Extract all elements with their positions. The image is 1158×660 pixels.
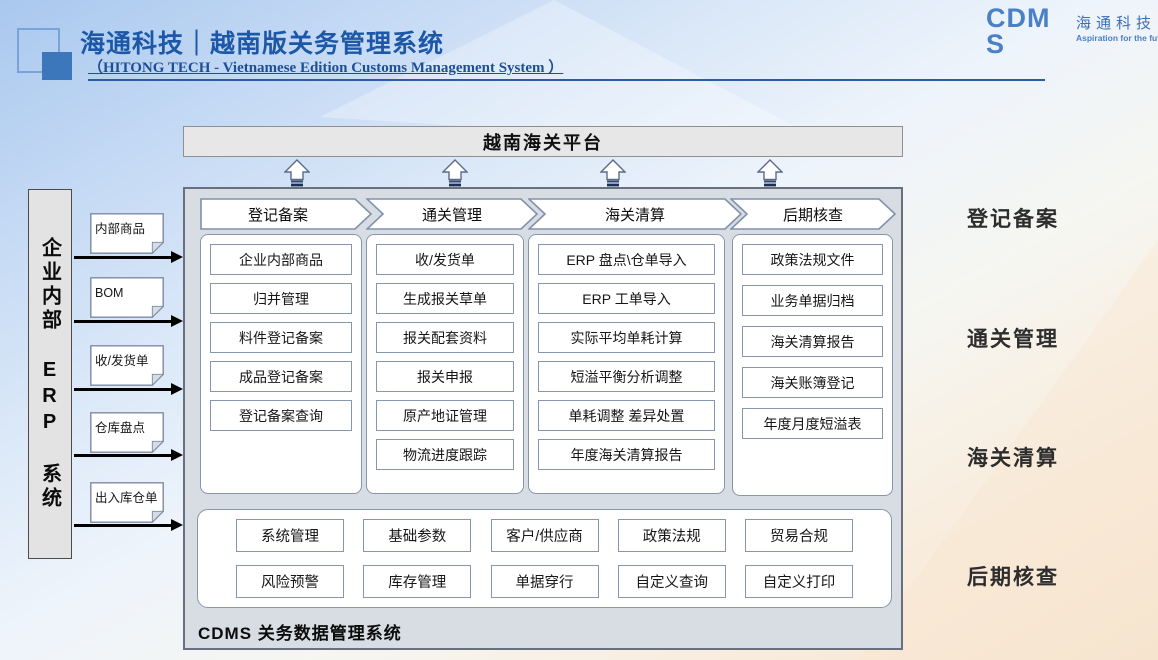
service-box: 客户/供应商 — [490, 519, 599, 552]
company-name: 海通科技 — [1076, 15, 1157, 32]
module-box: 料件登记备案 — [210, 322, 352, 353]
page-title: 海通科技｜越南版关务管理系统 — [80, 30, 445, 58]
erp-document-shape: 仓库盘点 — [90, 412, 165, 454]
customs-platform-banner: 越南海关平台 — [183, 126, 903, 157]
service-box: 自定义打印 — [745, 565, 853, 598]
service-box: 库存管理 — [363, 565, 472, 598]
flow-arrow-icon — [74, 383, 183, 395]
shared-services-row: 风险预警 库存管理 单据穿行 自定义查询 自定义打印 — [236, 565, 853, 598]
module-box: 企业内部商品 — [210, 244, 352, 275]
column-audit: 政策法规文件 业务单据归档 海关清算报告 海关账簿登记 年度月度短溢表 — [732, 234, 893, 496]
stage-label-liquidation: 海关清算 — [967, 447, 1059, 470]
module-box: 成品登记备案 — [210, 361, 352, 392]
erp-doc-label: 内部商品 — [95, 221, 146, 236]
document-icon — [90, 412, 165, 454]
erp-doc-label: 出入库仓单 — [95, 490, 158, 505]
service-box: 单据穿行 — [490, 565, 599, 598]
erp-document-shape: BOM — [90, 277, 165, 319]
module-box: 年度月度短溢表 — [742, 408, 883, 439]
flow-arrow-icon — [74, 251, 183, 263]
service-box: 基础参数 — [363, 519, 472, 552]
erp-document-shape: 内部商品 — [90, 213, 165, 255]
module-box: 单耗调整 差异处置 — [538, 400, 715, 431]
document-icon — [90, 482, 165, 524]
module-box: 收/发货单 — [376, 244, 514, 275]
module-box: 政策法规文件 — [742, 244, 883, 275]
flow-arrow-icon — [74, 519, 183, 531]
module-box: 业务单据归档 — [742, 285, 883, 316]
phase-label: 通关管理 — [421, 206, 482, 224]
module-box: 年度海关清算报告 — [538, 439, 715, 470]
service-box: 风险预警 — [236, 565, 344, 598]
service-box: 政策法规 — [617, 519, 726, 552]
decorative-square-solid-icon — [42, 52, 72, 80]
column-registration: 企业内部商品 归并管理 料件登记备案 成品登记备案 登记备案查询 — [200, 234, 362, 494]
page-subtitle: （HITONG TECH - Vietnamese Edition Custom… — [88, 60, 564, 76]
erp-doc-label: 仓库盘点 — [95, 420, 146, 435]
module-box: 实际平均单耗计算 — [538, 322, 715, 353]
up-arrow-icon — [284, 159, 310, 187]
erp-doc-label: BOM — [95, 285, 124, 300]
decorative-square-outline-icon — [17, 28, 60, 73]
stage-label-registration: 登记备案 — [967, 208, 1059, 231]
document-icon — [90, 345, 165, 387]
phase-label: 登记备案 — [247, 206, 308, 224]
document-icon — [90, 213, 165, 255]
module-box: 报关申报 — [376, 361, 514, 392]
stage-label-audit: 后期核查 — [967, 566, 1059, 589]
shared-services-row: 系统管理 基础参数 客户/供应商 政策法规 贸易合规 — [236, 519, 853, 552]
cdms-system-label: CDMS 关务数据管理系统 — [198, 624, 402, 643]
module-box: ERP 盘点\仓单导入 — [538, 244, 715, 275]
phase-chevron-liquidation — [528, 198, 742, 230]
phase-chevron-clearance — [366, 198, 538, 230]
shared-services-panel: 系统管理 基础参数 客户/供应商 政策法规 贸易合规 风险预警 库存管理 单据穿… — [197, 509, 892, 608]
erp-doc-label: 收/发货单 — [95, 353, 149, 368]
flow-arrow-icon — [74, 315, 183, 327]
erp-system-bar: 企业内部 ERP 系统 — [28, 189, 72, 559]
phase-label: 海关清算 — [604, 206, 665, 224]
document-icon — [90, 277, 165, 319]
module-box: 登记备案查询 — [210, 400, 352, 431]
module-box: 生成报关草单 — [376, 283, 514, 314]
company-tagline: Aspiration for the future — [1076, 33, 1158, 43]
module-box: 归并管理 — [210, 283, 352, 314]
stage-label-clearance: 通关管理 — [967, 328, 1059, 351]
cdms-logo: CDMS — [986, 3, 1051, 59]
module-box: 海关账簿登记 — [742, 367, 883, 398]
erp-document-shape: 收/发货单 — [90, 345, 165, 387]
module-box: ERP 工单导入 — [538, 283, 715, 314]
company-logo: 海通科技 Aspiration for the future — [1076, 12, 1158, 43]
module-box: 报关配套资料 — [376, 322, 514, 353]
column-clearance: 收/发货单 生成报关草单 报关配套资料 报关申报 原产地证管理 物流进度跟踪 — [366, 234, 524, 494]
service-box: 贸易合规 — [745, 519, 853, 552]
module-box: 原产地证管理 — [376, 400, 514, 431]
phase-chevron-audit — [730, 198, 896, 230]
module-box: 物流进度跟踪 — [376, 439, 514, 470]
flow-arrow-icon — [74, 449, 183, 461]
up-arrow-icon — [757, 159, 783, 187]
up-arrow-icon — [442, 159, 468, 187]
module-box: 海关清算报告 — [742, 326, 883, 357]
module-box: 短溢平衡分析调整 — [538, 361, 715, 392]
subtitle-rule: （HITONG TECH - Vietnamese Edition Custom… — [88, 56, 1045, 81]
service-box: 系统管理 — [236, 519, 344, 552]
column-liquidation: ERP 盘点\仓单导入 ERP 工单导入 实际平均单耗计算 短溢平衡分析调整 单… — [528, 234, 725, 494]
up-arrow-icon — [600, 159, 626, 187]
erp-document-shape: 出入库仓单 — [90, 482, 165, 524]
phase-chevron-registration — [200, 198, 372, 230]
phase-label: 后期核查 — [782, 206, 843, 224]
service-box: 自定义查询 — [617, 565, 726, 598]
